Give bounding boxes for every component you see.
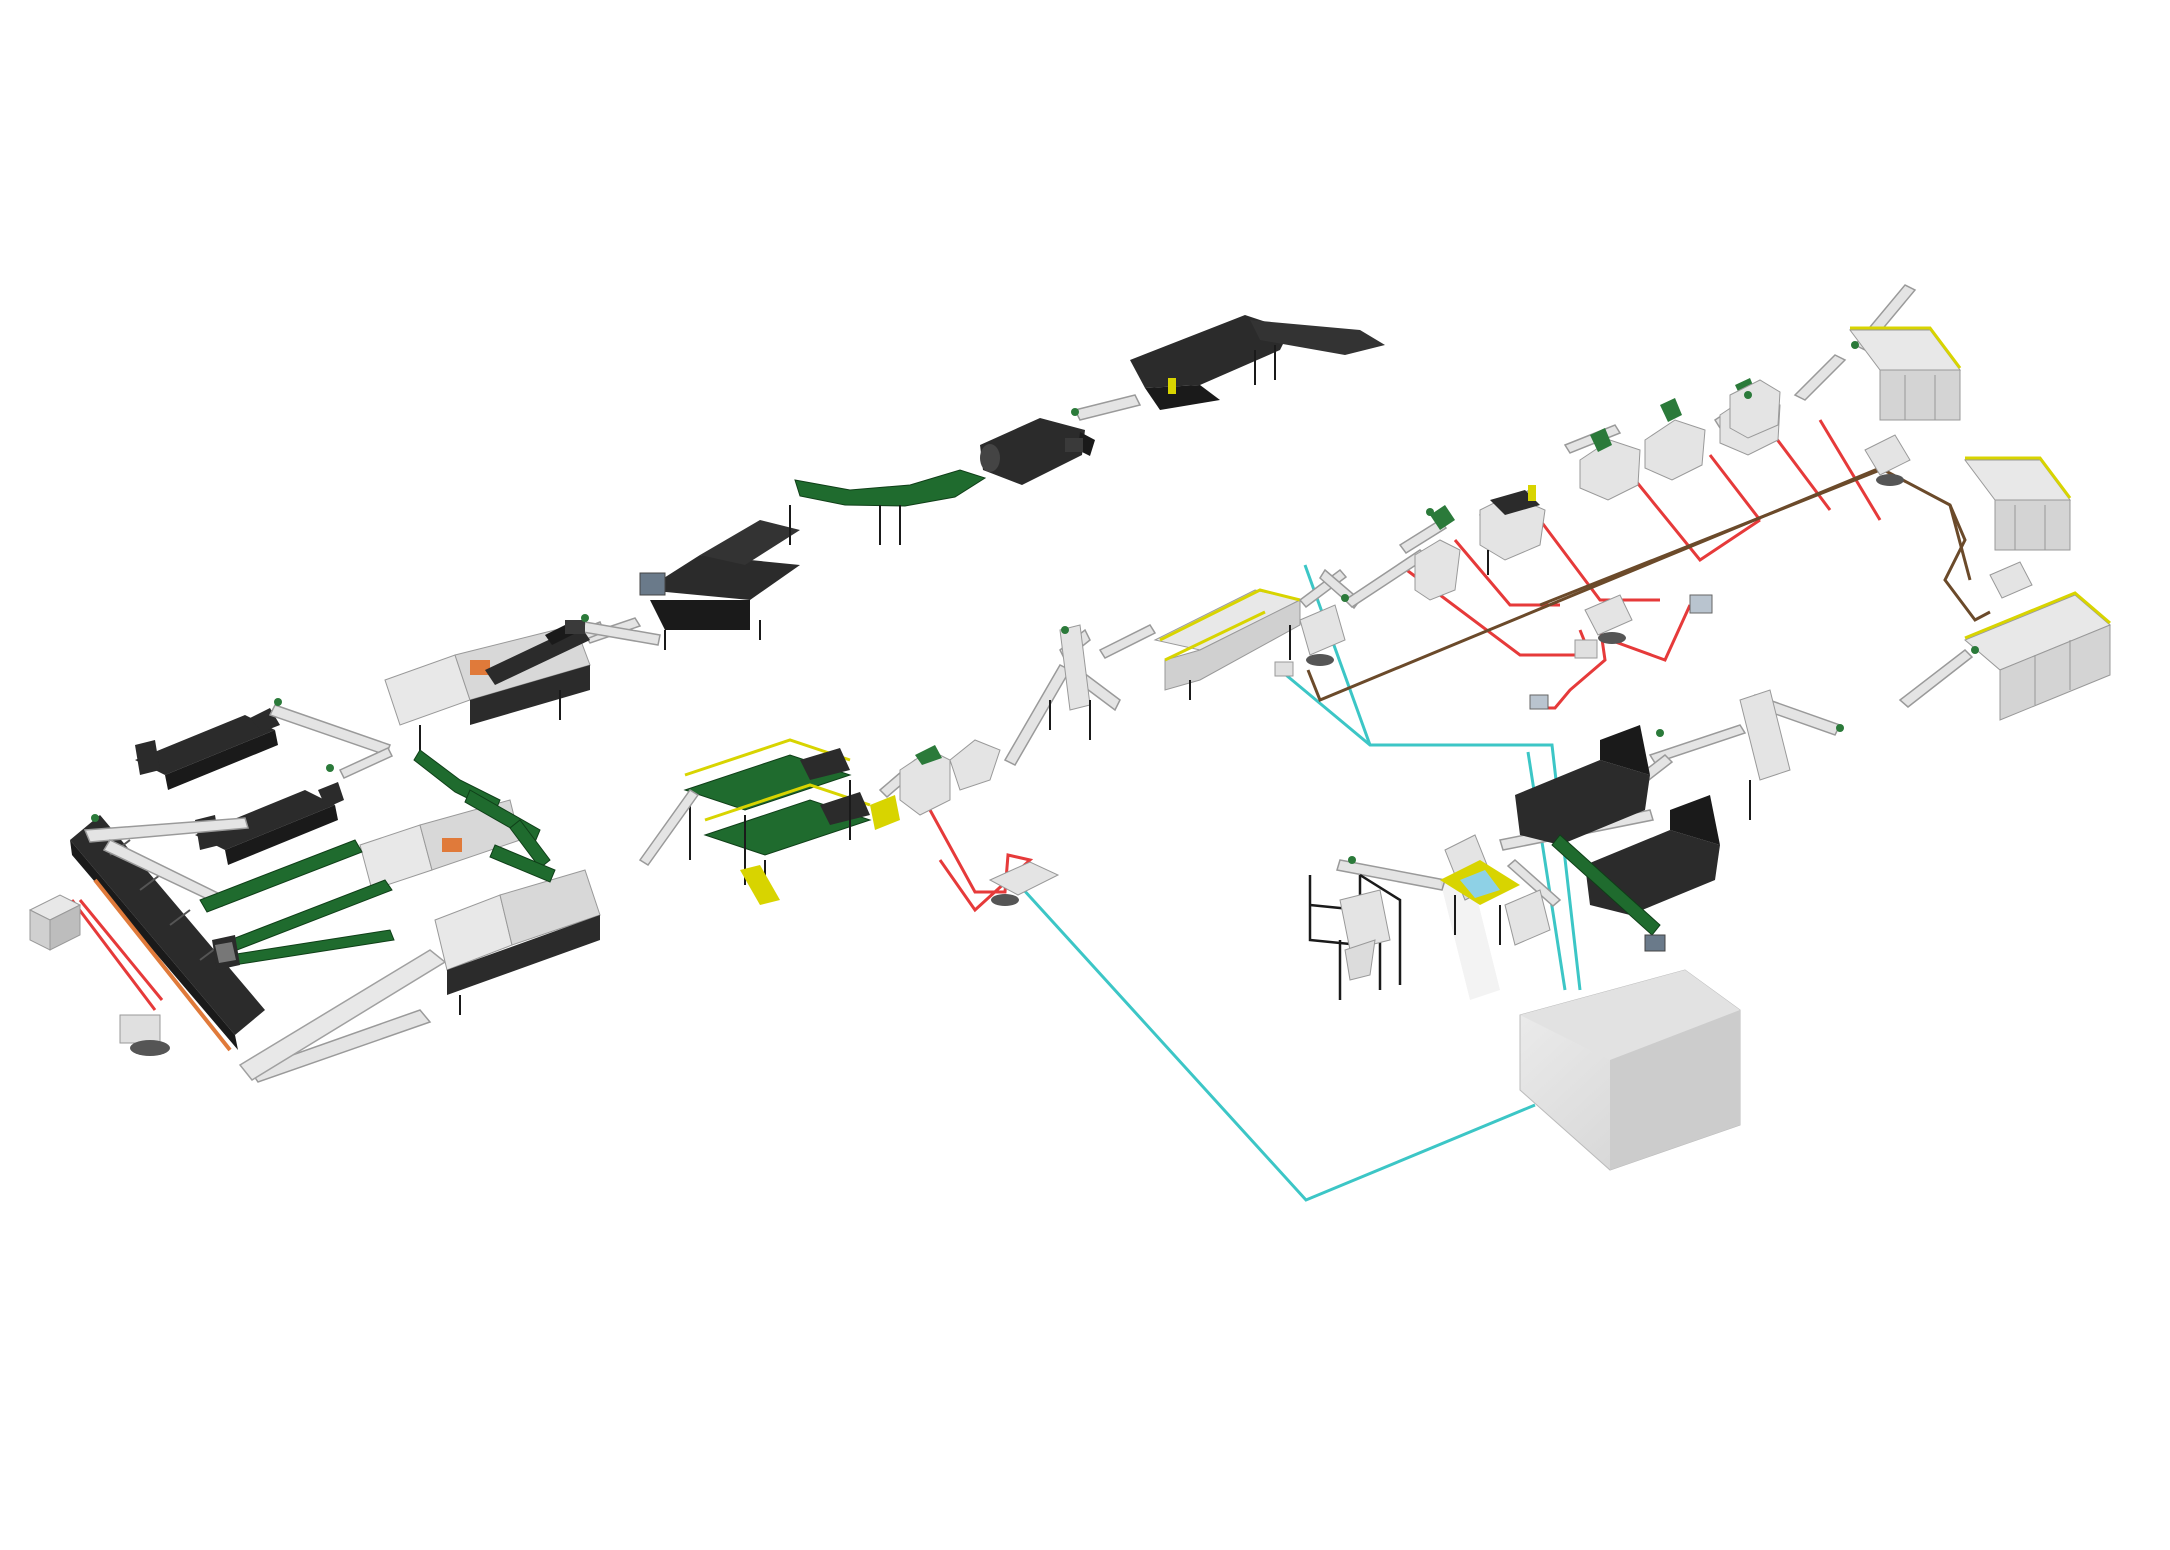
dryer	[1515, 725, 1650, 845]
hot-washer	[639, 505, 800, 650]
screw-conveyor	[1073, 394, 1142, 421]
feeding-conveyor	[1130, 315, 1385, 410]
valve-markers	[91, 341, 1979, 864]
dewatering-machine	[1739, 689, 1791, 820]
crusher	[1729, 379, 1781, 439]
crusher	[949, 739, 1001, 791]
optical-sorter	[434, 869, 601, 1015]
brown-pipe	[1306, 466, 1991, 702]
storage-tank	[1519, 969, 1741, 1171]
screw-conveyor	[1098, 624, 1157, 659]
float-sink-tank	[1964, 591, 2111, 721]
float-sink-tank	[135, 708, 280, 790]
dewatering-machine	[1049, 624, 1091, 740]
float-sink-tank	[1964, 456, 2072, 551]
crusher	[1414, 505, 1461, 601]
friction-washer	[1153, 588, 1302, 700]
red-pipe	[70, 419, 1882, 1011]
belt-conveyor	[794, 469, 987, 545]
cyclone-unit	[988, 861, 1060, 906]
trommel-screen	[70, 815, 265, 1052]
silo	[1308, 834, 1500, 1000]
crusher	[870, 745, 951, 830]
hot-washer	[1644, 398, 1706, 481]
packaging-station	[1440, 860, 1551, 946]
control-cabinet	[1644, 934, 1666, 952]
sorting-platform	[683, 738, 872, 905]
cyclone-unit	[1584, 434, 2033, 644]
cyclone-unit	[1274, 604, 1346, 677]
control-cabinet	[1529, 594, 1713, 710]
cyclone-unit	[119, 1014, 170, 1056]
control-cabinet	[28, 894, 82, 951]
friction-washer	[1479, 485, 1546, 575]
belt-conveyor	[199, 749, 556, 966]
float-sink-tank	[1849, 326, 1962, 421]
motor-box	[565, 438, 1083, 634]
black-hopper	[212, 935, 240, 970]
hot-washer	[1579, 428, 1641, 501]
